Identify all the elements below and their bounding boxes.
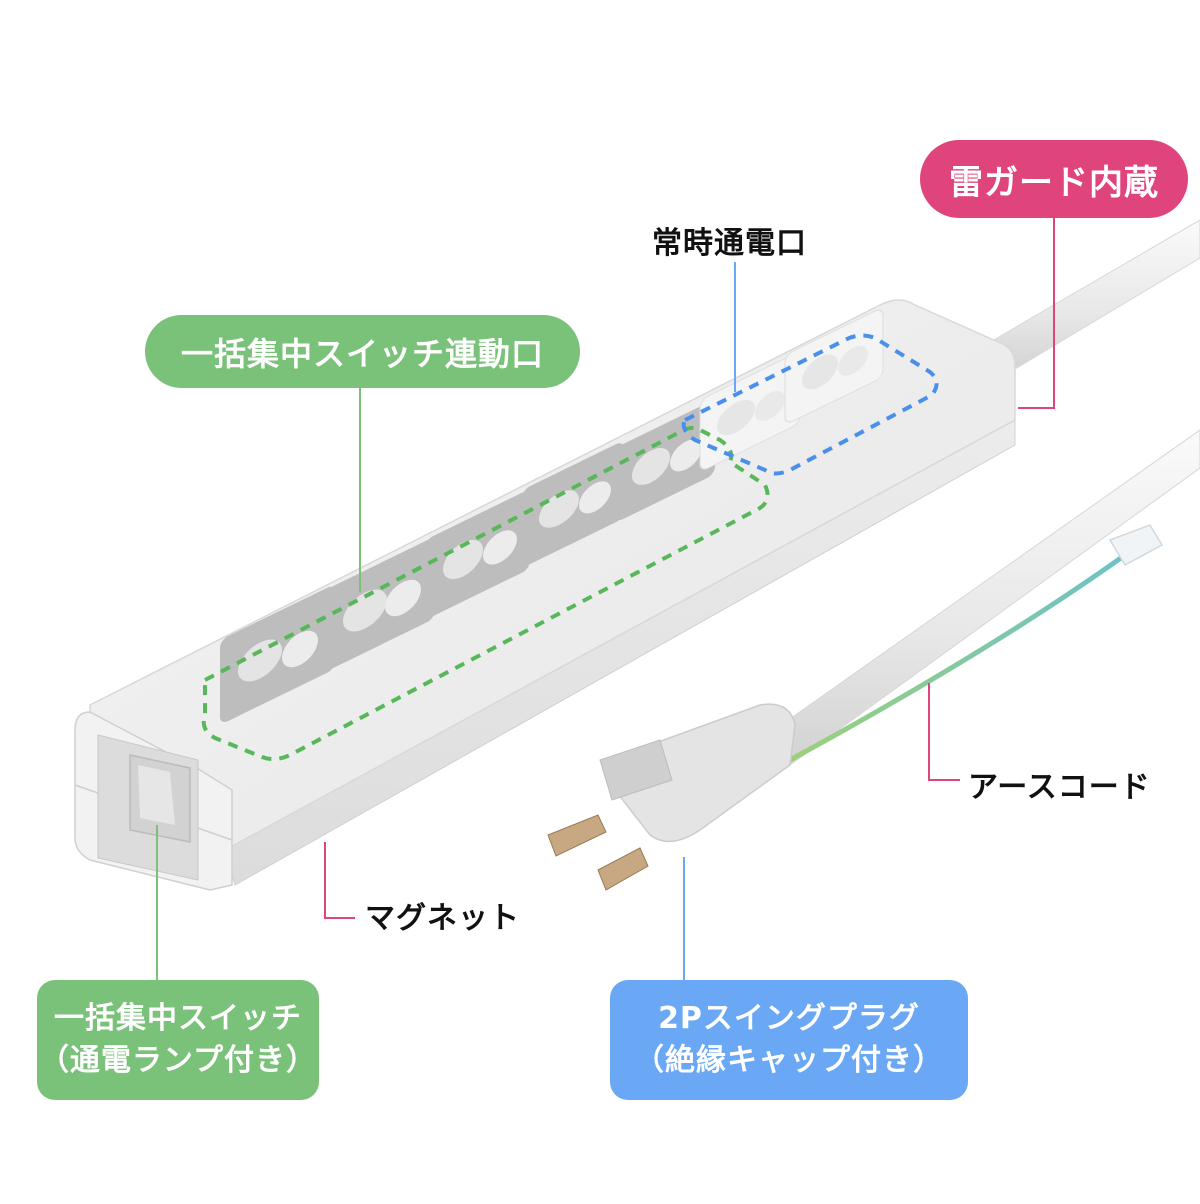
outlet-3 <box>425 491 530 617</box>
swing-plug <box>547 703 796 891</box>
swing-plug-label-line2: （絶縁キャップ付き） <box>634 1043 944 1078</box>
insulation-cap-icon <box>599 739 673 801</box>
plug-blade-1-icon <box>547 814 607 857</box>
leader-lines <box>156 218 1055 980</box>
master-switch-label-line2: （通電ランプ付き） <box>38 1043 318 1078</box>
earth-cord-callout: アースコード <box>968 770 1151 805</box>
plug-blade-2-icon <box>597 847 649 891</box>
swing-plug-label-line1: 2Pスイングプラグ <box>658 1001 920 1036</box>
swing-plug-callout: 2Pスイングプラグ （絶縁キャップ付き） <box>610 980 968 1100</box>
always-on-outlets-callout: 常時通電口 <box>652 226 807 261</box>
lightning-guard-callout: 雷ガード内蔵 <box>920 140 1188 218</box>
master-switch-label-line1: 一括集中スイッチ <box>54 1001 302 1036</box>
main-cord <box>984 219 1200 376</box>
outlet-2 <box>325 539 435 669</box>
switch-linked-outlets-label: 一括集中スイッチ連動口 <box>180 334 544 373</box>
earth-terminal-icon <box>1108 524 1164 567</box>
outlet-1 <box>220 586 335 722</box>
always-on-outlets <box>699 309 884 470</box>
switch-linked-dashed-outline <box>201 425 770 762</box>
switch-linked-outlets <box>220 402 715 722</box>
outlet-5 <box>615 402 715 520</box>
outlet-4 <box>522 443 624 565</box>
always-on-dashed-outline <box>681 333 939 476</box>
switch-linked-outlets-callout: 一括集中スイッチ連動口 <box>145 315 580 388</box>
magnet-callout: マグネット <box>365 901 520 936</box>
power-strip <box>74 299 1016 891</box>
outlet-7 <box>784 309 884 423</box>
master-switch-callout: 一括集中スイッチ （通電ランプ付き） <box>37 980 319 1100</box>
lightning-guard-label: 雷ガード内蔵 <box>949 162 1159 203</box>
earth-cord <box>788 524 1164 763</box>
